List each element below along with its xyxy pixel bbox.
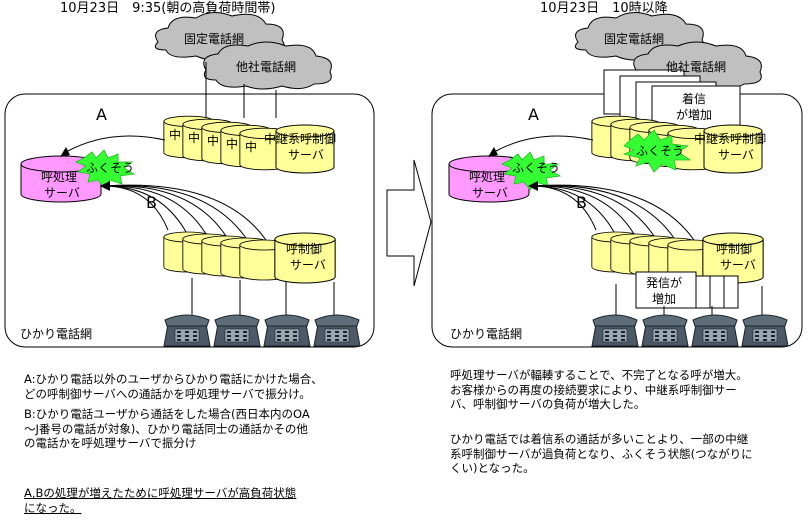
right-congestion-burst	[501, 151, 562, 191]
right-outgoing-line2: 増加	[652, 292, 677, 306]
right-outgoing-boxes	[635, 271, 739, 309]
left-cloud-other	[203, 41, 332, 90]
right-control-server-line1: 呼制御	[716, 242, 753, 256]
left-control-server-line2: サーバ	[290, 258, 326, 272]
left-relay-stub-1: 中	[169, 128, 182, 142]
phone-icon	[641, 314, 689, 347]
right-relay-congestion-label: ふくそう	[636, 144, 685, 158]
phone-icon	[691, 314, 739, 347]
left-relay-server-line1: 中継系呼制御	[264, 132, 337, 146]
left-cloud-fixed-label: 固定電話網	[184, 32, 245, 46]
right-call-server-line1: 呼処理	[469, 170, 506, 184]
phone-icon	[741, 314, 789, 347]
left-relay-stub-3: 中	[207, 134, 220, 148]
left-cloud-other-label: 他社電話網	[236, 60, 297, 74]
left-control-server-line1: 呼制御	[286, 242, 323, 256]
right-incoming-boxes	[603, 69, 741, 133]
left-call-server-line1: 呼処理	[41, 170, 78, 184]
left-network-label: ひかり電話網	[20, 327, 93, 341]
left-congestion-label: ふくそう	[86, 161, 135, 175]
right-relay-server-line1: 中継系呼制御	[694, 132, 767, 146]
right-incoming-line1: 着信	[682, 92, 707, 106]
left-note-b: B:ひかり電話ユーザから通話をした場合(西日本内のOA ～J番号の電話が対象)、…	[24, 407, 310, 450]
left-note-summary: A,Bの処理が増えたために呼処理サーバが高負荷状態 になった。	[24, 486, 297, 515]
phone-icon	[591, 314, 639, 347]
phone-icon	[313, 314, 361, 347]
left-title: 10月23日 9:35(朝の高負荷時間帯)	[60, 1, 276, 16]
right-call-server-line2: サーバ	[472, 186, 508, 200]
right-relay-congestion-burst	[622, 129, 692, 173]
right-note-p2: ひかり電話では着信系の通話が多いことより、一部の中継 系呼制御サーバが過負荷とな…	[450, 432, 753, 475]
right-title: 10月23日 10時以降	[540, 1, 668, 16]
right-panel	[431, 12, 803, 348]
right-outgoing-line1: 発信が	[646, 276, 683, 290]
left-label-b: B	[146, 193, 157, 212]
right-relay-server-line2: サーバ	[718, 148, 754, 162]
right-cloud-other-label: 他社電話網	[666, 60, 727, 74]
right-congestion-label: ふくそう	[512, 161, 561, 175]
left-relay-stub-4: 中	[226, 137, 239, 151]
phone-icon	[263, 314, 311, 347]
left-relay-stub-2: 中	[188, 131, 201, 145]
left-relay-stub-5: 中	[245, 140, 258, 154]
left-relay-server-line2: サーバ	[288, 148, 324, 162]
right-control-server-line2: サーバ	[720, 258, 756, 272]
phone-icon	[213, 314, 261, 347]
left-congestion-burst	[75, 149, 136, 189]
right-note-p1: 呼処理サーバが輻輳することで、不完了となる呼が増大。 お客様からの再度の接続要求…	[450, 368, 748, 411]
left-note-a: A:ひかり電話以外のユーザからひかり電話にかけた場合、 どの呼制御サーバへの通話…	[24, 372, 323, 401]
phone-icon	[163, 314, 211, 347]
right-label-b: B	[576, 193, 587, 212]
right-label-a: A	[528, 105, 539, 124]
left-panel	[4, 12, 375, 348]
right-cloud-fixed-label: 固定電話網	[604, 32, 665, 46]
left-label-a: A	[96, 105, 107, 124]
transition-arrow	[386, 159, 432, 287]
right-network-label: ひかり電話網	[450, 327, 523, 341]
right-incoming-line2: が増加	[676, 108, 713, 122]
left-call-server-line2: サーバ	[44, 186, 80, 200]
